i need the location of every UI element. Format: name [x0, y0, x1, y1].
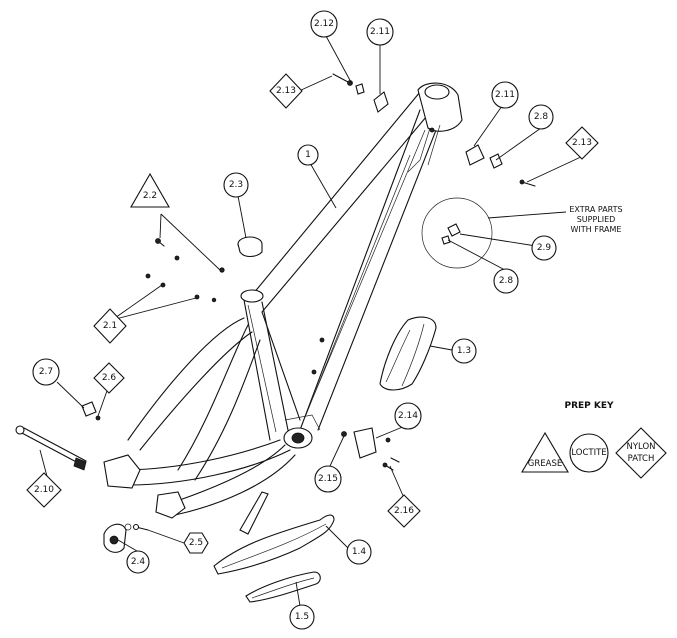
callout-2-6-label: 2.6 — [102, 373, 117, 383]
callout-2-9: 2.9 — [531, 235, 557, 261]
leader-lines — [39, 35, 584, 607]
callout-2-4-label: 2.4 — [131, 557, 146, 567]
callout-2-9-label: 2.9 — [537, 243, 552, 253]
callout-2-2-label: 2.2 — [143, 191, 157, 201]
bolt-parts-2-1 — [145, 273, 217, 303]
extra-parts-note-line-2: SUPPLIED — [577, 215, 616, 224]
extra-parts-note-line-3: WITH FRAME — [571, 225, 622, 234]
callout-2-11-right: 2.11 — [491, 81, 519, 109]
headset-cup-part — [237, 236, 263, 258]
chainstay-protector-part — [213, 491, 335, 575]
prep-key-nylon-patch: NYLON PATCH — [615, 427, 667, 479]
callout-2-2: 2.2 — [130, 172, 170, 208]
callout-1-3: 1.3 — [451, 338, 477, 364]
callout-2-14: 2.14 — [394, 402, 422, 430]
callout-2-12: 2.12 — [310, 10, 338, 38]
callout-2-10-label: 2.10 — [34, 485, 54, 495]
callout-2-10: 2.10 — [26, 472, 62, 508]
prep-key-title: PREP KEY — [564, 401, 614, 411]
callout-2-8-bottom-label: 2.8 — [499, 276, 514, 286]
callout-1-3-label: 1.3 — [457, 346, 471, 356]
extra-parts-note: EXTRA PARTS SUPPLIED WITH FRAME — [569, 205, 622, 234]
callout-2-6: 2.6 — [93, 362, 125, 394]
callout-2-13-right: 2.13 — [565, 126, 599, 160]
callout-2-15-label: 2.15 — [318, 474, 338, 484]
callout-2-13-left: 2.13 — [269, 73, 303, 109]
callout-1-4-label: 1.4 — [352, 547, 367, 557]
callout-2-1-label: 2.1 — [103, 321, 117, 331]
callout-2-4: 2.4 — [126, 550, 150, 574]
prep-key-grease: GREASE — [521, 431, 569, 473]
down-tube-protector-part — [379, 316, 437, 391]
callout-2-11-right-label: 2.11 — [495, 90, 515, 100]
callout-1-5-label: 1.5 — [295, 612, 309, 622]
callout-2-11-top-label: 2.11 — [370, 27, 390, 37]
callout-2-5-label: 2.5 — [189, 538, 203, 548]
prep-key-grease-label: GREASE — [528, 459, 562, 469]
callout-2-8-bottom: 2.8 — [493, 268, 519, 294]
callout-2-5: 2.5 — [183, 532, 209, 554]
extra-parts-note-line-1: EXTRA PARTS — [569, 205, 622, 214]
callout-2-3: 2.3 — [223, 172, 249, 198]
bolt-part-2-5 — [132, 523, 149, 531]
thru-axle-part — [15, 425, 87, 471]
callout-2-16-label: 2.16 — [394, 506, 414, 516]
hanger-parts-left — [81, 401, 101, 421]
prep-key-loctite-label: LOCTITE — [571, 448, 606, 458]
callout-2-15: 2.15 — [314, 465, 342, 493]
callout-2-14-label: 2.14 — [398, 411, 418, 421]
callout-2-11-top: 2.11 — [366, 18, 394, 46]
seatstay-protector-part — [245, 571, 321, 603]
prep-key-nylon-patch-line-2: PATCH — [628, 454, 655, 464]
callout-2-7-label: 2.7 — [39, 367, 53, 377]
prep-key: PREP KEY GREASE LOCTITE NYLON PATCH — [521, 401, 667, 479]
callout-1-5: 1.5 — [289, 604, 315, 630]
callout-2-7: 2.7 — [32, 358, 60, 386]
callout-2-8-top: 2.8 — [528, 104, 554, 130]
cable-guide-parts-right — [465, 144, 536, 187]
extra-parts-group — [421, 197, 493, 269]
callout-1: 1 — [297, 144, 319, 166]
callout-2-16: 2.16 — [387, 494, 421, 528]
prep-key-nylon-patch-line-1: NYLON — [626, 442, 655, 452]
callout-2-13-left-label: 2.13 — [276, 86, 296, 96]
callout-1-label: 1 — [305, 150, 311, 160]
derailleur-hanger-part — [103, 523, 132, 553]
callout-2-1: 2.1 — [93, 308, 127, 344]
callout-2-3-label: 2.3 — [229, 180, 243, 190]
frame — [103, 82, 463, 519]
cable-port-part — [341, 427, 391, 459]
callout-2-13-right-label: 2.13 — [572, 138, 592, 148]
callout-2-8-top-label: 2.8 — [534, 112, 549, 122]
prep-key-loctite: LOCTITE — [569, 433, 609, 473]
bolt-parts-2-2 — [155, 238, 225, 273]
callout-2-12-label: 2.12 — [314, 19, 334, 29]
callout-1-4: 1.4 — [346, 539, 372, 565]
